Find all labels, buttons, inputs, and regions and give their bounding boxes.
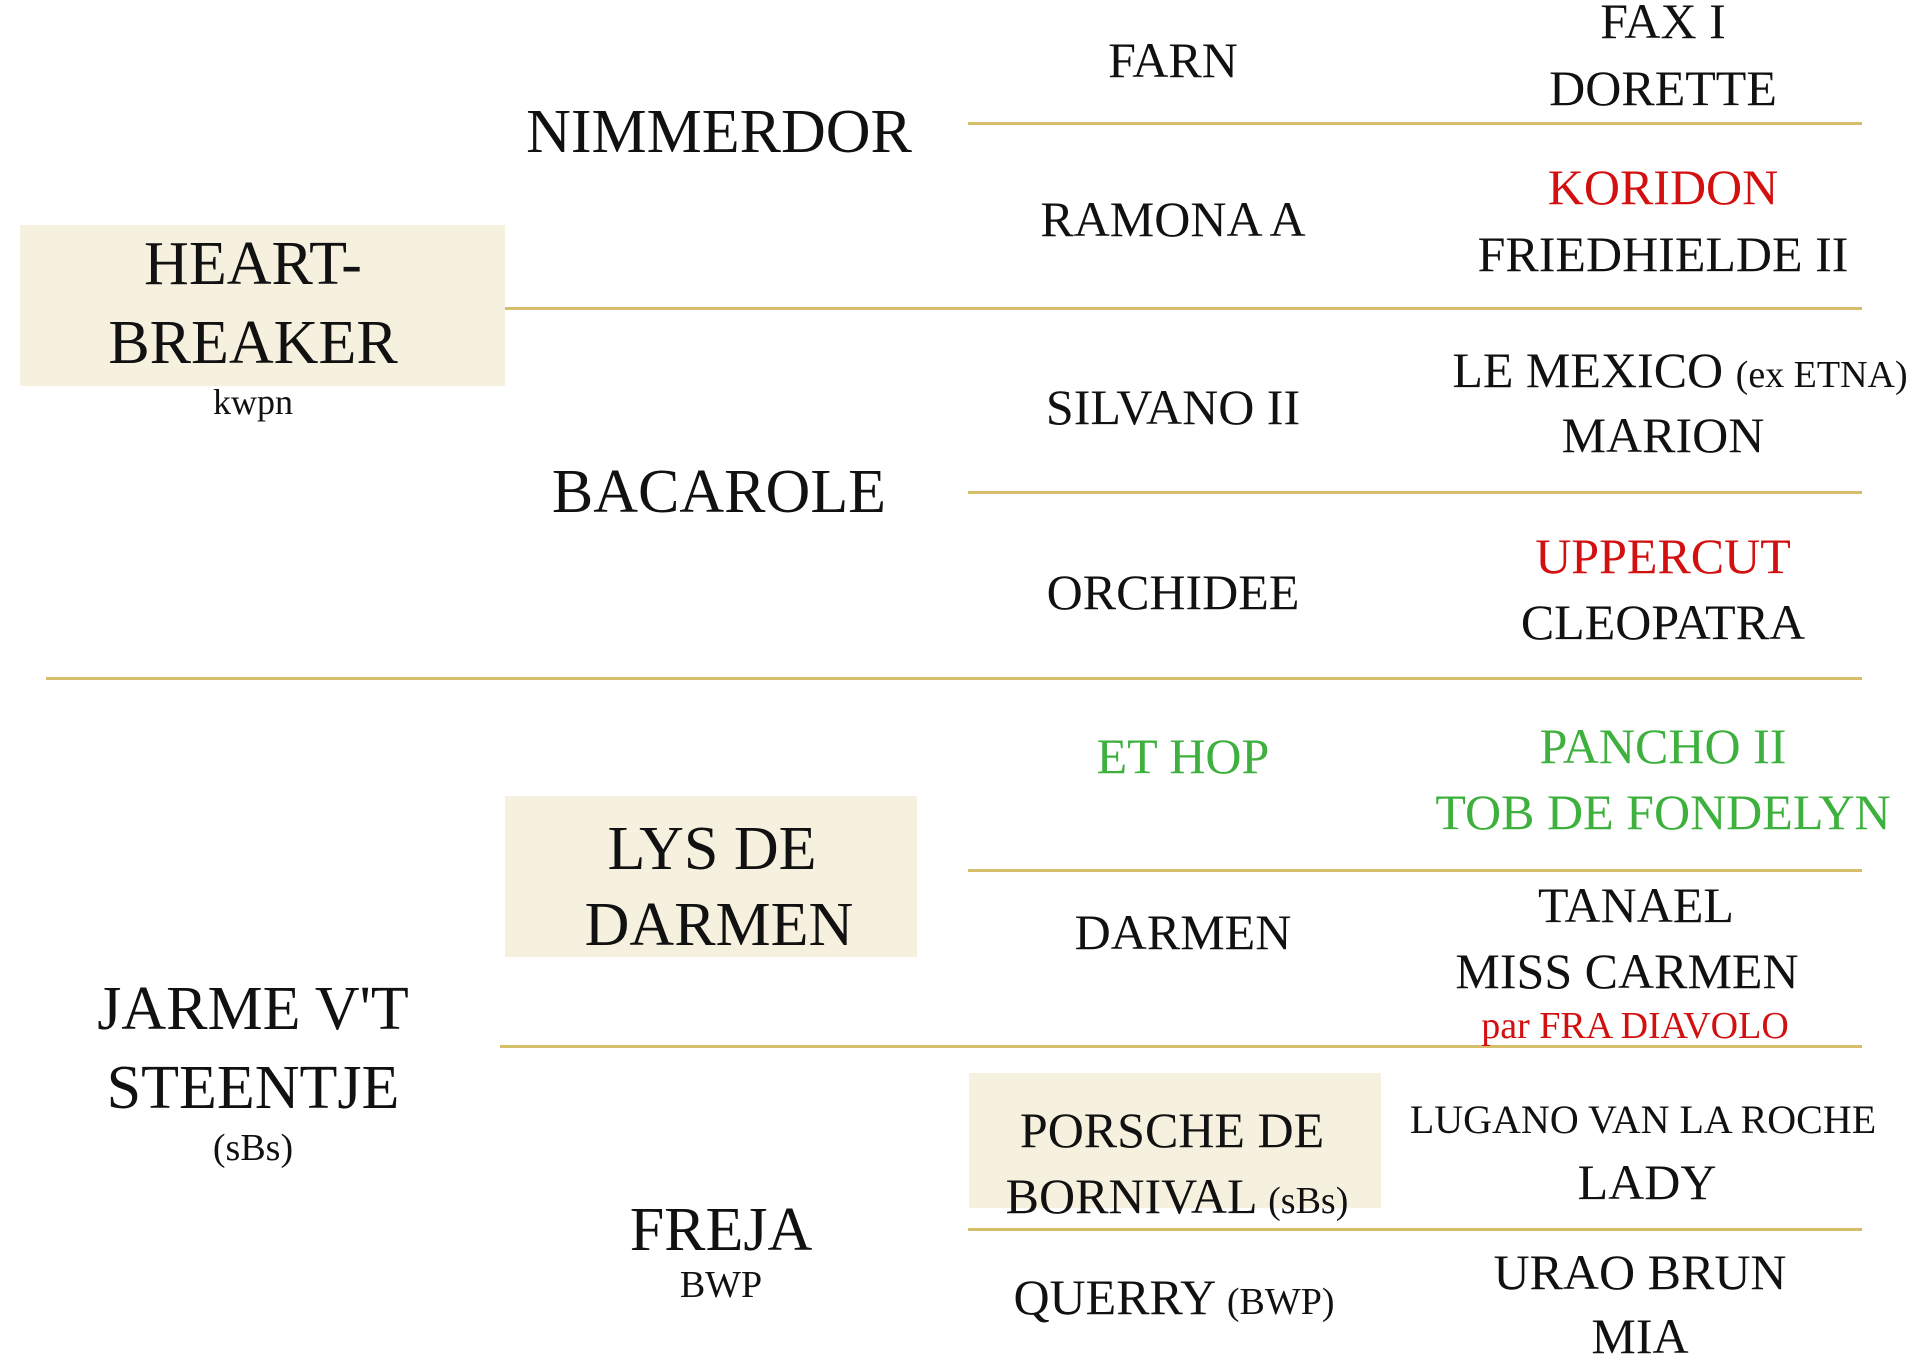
- gen2-ds-line2: DARMEN: [584, 891, 854, 959]
- dam-name-line2: STEENTJE: [106, 1054, 400, 1122]
- gen2-sd: BACAROLE: [551, 458, 887, 526]
- dam-stud: (sBs): [212, 1127, 294, 1169]
- gen3-dsd: DARMEN: [1074, 904, 1292, 960]
- sire-stud: kwpn: [213, 382, 293, 422]
- gen3-dds-name: BORNIVAL: [1005, 1168, 1256, 1224]
- gen4-g14: LADY: [1577, 1154, 1717, 1210]
- divider-line-gen2-dam: [500, 1045, 1862, 1048]
- gen2-ss: NIMMERDOR: [526, 98, 912, 166]
- gen3-ddd-stud: (BWP): [1226, 1281, 1335, 1323]
- gen3-sds: SILVANO II: [1045, 379, 1301, 435]
- gen3-sss: FARN: [1108, 32, 1238, 88]
- gen4-g3: KORIDON: [1547, 159, 1779, 215]
- divider-line-gen3-1: [968, 122, 1862, 125]
- sire-name-line2: BREAKER: [108, 309, 398, 377]
- gen4-g6: MARION: [1561, 407, 1765, 463]
- gen4-g11: TANAEL: [1538, 877, 1734, 933]
- gen3-sdd: ORCHIDEE: [1046, 564, 1300, 620]
- gen3-dds-line2: BORNIVAL (sBs): [1006, 1171, 1349, 1221]
- divider-line-main: [46, 677, 1862, 680]
- gen3-ddd-name: QUERRY: [1013, 1269, 1215, 1325]
- divider-line-gen3-2: [968, 491, 1862, 494]
- gen2-dd-stud: BWP: [679, 1264, 763, 1306]
- gen3-ddd: QUERRY (BWP): [1013, 1272, 1334, 1322]
- gen4-g9: PANCHO II: [1539, 718, 1787, 774]
- gen3-dds-line1: PORSCHE DE: [1019, 1102, 1325, 1158]
- divider-line-gen3-4: [968, 1228, 1862, 1231]
- gen4-g7: UPPERCUT: [1535, 528, 1791, 584]
- gen4-g12-note: par FRA DIAVOLO: [1481, 1005, 1789, 1047]
- highlight-box-dds: [969, 1073, 1381, 1208]
- gen2-ds-line1: LYS DE: [607, 815, 817, 883]
- gen4-g12: MISS CARMEN: [1455, 943, 1799, 999]
- gen4-g4: FRIEDHIELDE II: [1477, 226, 1849, 282]
- gen4-g15: URAO BRUN: [1493, 1244, 1787, 1300]
- sire-name-line1: HEART-: [144, 230, 362, 298]
- highlight-box-sire: [20, 225, 505, 386]
- divider-line-gen2-sire: [503, 307, 1862, 310]
- gen3-dss: ET HOP: [1096, 728, 1270, 784]
- dam-name-line1: JARME V'T: [97, 975, 409, 1043]
- gen4-g5-name: LE MEXICO: [1452, 342, 1724, 398]
- divider-line-gen3-3: [968, 869, 1862, 872]
- gen4-g10: TOB DE FONDELYN: [1435, 784, 1891, 840]
- gen4-g1: FAX I: [1600, 0, 1726, 49]
- gen4-g13: LUGANO VAN LA ROCHE: [1409, 1097, 1877, 1142]
- gen3-ssd: RAMONA A: [1040, 191, 1306, 247]
- gen4-g5-note: (ex ETNA): [1735, 354, 1908, 396]
- gen4-g5: LE MEXICO (ex ETNA): [1452, 345, 1907, 395]
- gen4-g2: DORETTE: [1549, 60, 1777, 116]
- gen4-g8: CLEOPATRA: [1520, 594, 1806, 650]
- gen4-g16: MIA: [1591, 1308, 1689, 1364]
- highlight-box-ds: [505, 796, 917, 957]
- gen3-dds-stud: (sBs): [1268, 1180, 1349, 1222]
- gen2-dd-name: FREJA: [629, 1196, 813, 1264]
